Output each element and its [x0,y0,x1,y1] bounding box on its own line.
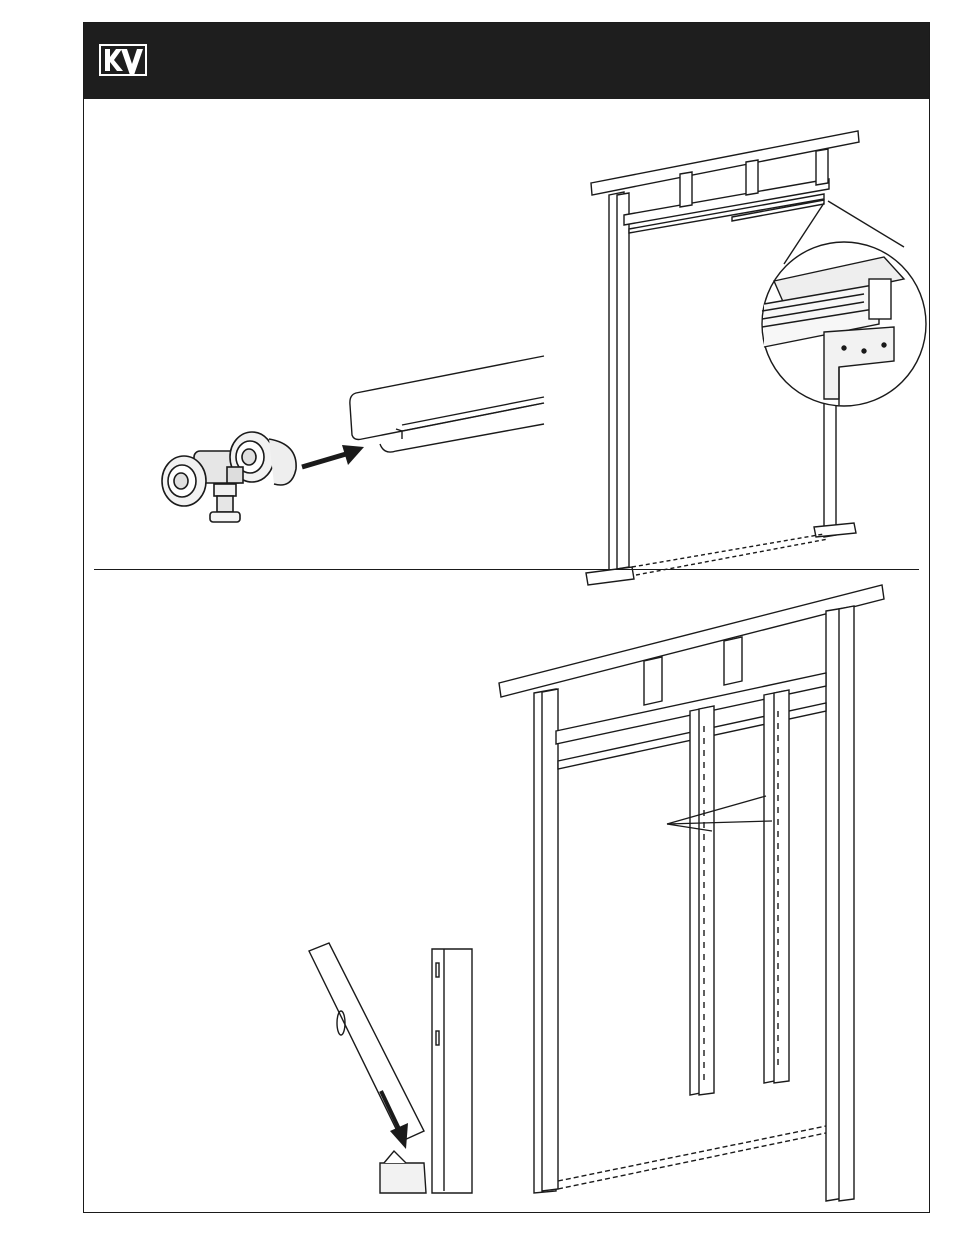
header-bar: KV [84,23,929,99]
panel-divider [94,569,919,570]
insert-arrow-icon [302,445,364,467]
step-panel-top [84,99,929,569]
pocket-door-frame-illustration [499,585,884,1201]
track-endcap-magnifier [762,201,926,406]
track-rail-illustration [350,356,544,452]
step-panel-bottom [84,571,929,1211]
kv-logo-icon: KV [99,44,147,78]
instruction-sheet: KV [83,22,930,1213]
stud-bottom-detail [309,943,472,1193]
split-stud-pointer-lines [667,796,772,831]
trolley-wheel-illustration [162,432,296,522]
